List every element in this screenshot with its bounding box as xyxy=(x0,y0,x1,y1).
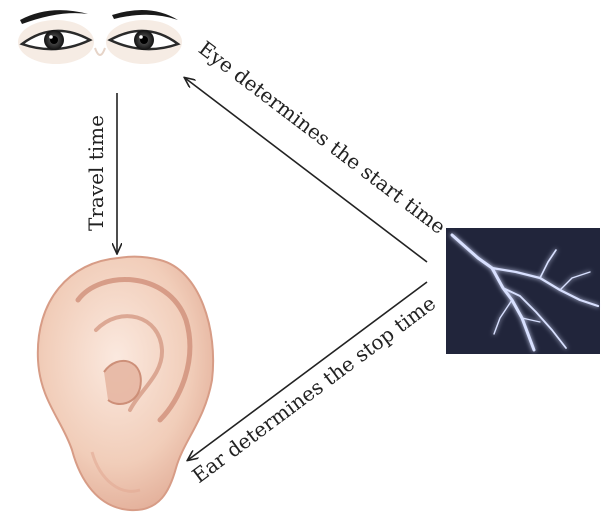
ear-stop-label: Ear determines the stop time xyxy=(188,291,441,488)
lightning-icon xyxy=(446,228,600,354)
travel-time-label: Travel time xyxy=(84,115,108,231)
eye-start-label: Eye determines the start time xyxy=(194,36,450,239)
arrow-icon xyxy=(188,282,427,460)
eyes-icon xyxy=(18,10,182,64)
arrow-icon xyxy=(185,78,427,262)
ear-icon xyxy=(38,257,213,510)
